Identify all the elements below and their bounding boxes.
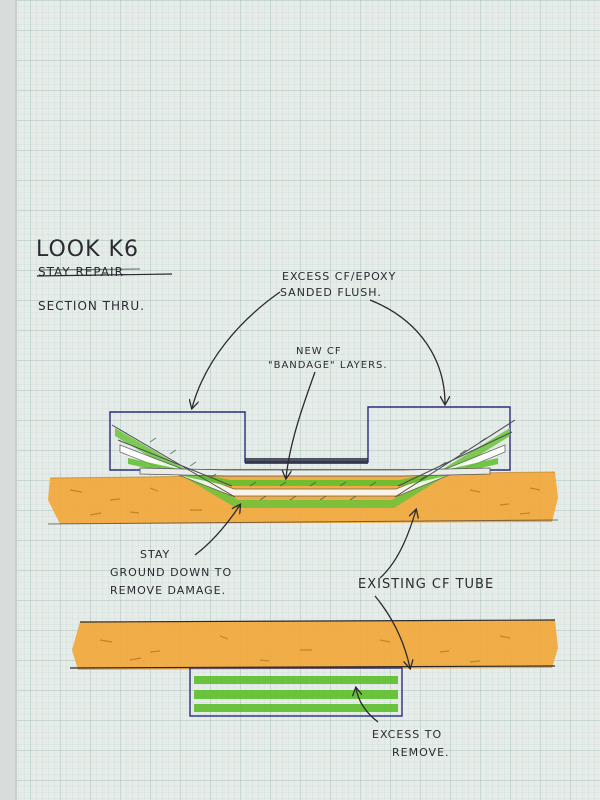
title-line-1: LOOK K6 — [36, 237, 139, 262]
label-excess-2: SANDED FLUSH. — [280, 286, 382, 299]
label-stay-1: STAY — [140, 548, 170, 561]
arrow-excess-remove — [356, 688, 379, 723]
arrow-new-cf — [286, 371, 316, 478]
title-strike — [39, 268, 141, 271]
excess-layer-1 — [194, 676, 398, 684]
lower-section — [69, 619, 558, 717]
tube-wall-top — [48, 472, 558, 524]
title-block: LOOK K6 STAY REPAIR SECTION THRU. — [36, 237, 145, 313]
arrow-tube-lower — [374, 595, 410, 668]
tube-texture-top — [69, 487, 541, 516]
leader-lines — [192, 291, 445, 723]
tube-wall-bottom — [72, 620, 558, 670]
arrow-tube — [379, 510, 416, 579]
label-stay-3: REMOVE DAMAGE. — [110, 584, 226, 597]
arrow-excess-left — [192, 291, 281, 408]
upper-section — [47, 406, 559, 525]
label-tube: EXISTING CF TUBE — [358, 577, 494, 592]
excess-layer-2 — [194, 690, 398, 699]
label-new-2: "BANDAGE" LAYERS. — [268, 360, 388, 371]
excess-box — [189, 667, 403, 717]
arrow-stay — [194, 505, 240, 556]
label-remove-1: EXCESS TO — [372, 728, 442, 741]
excess-layer-3 — [194, 704, 398, 712]
label-stay-2: GROUND DOWN TO — [110, 566, 232, 579]
label-new-1: NEW CF — [296, 346, 342, 357]
label-remove-2: REMOVE. — [392, 746, 450, 759]
cf-bandage-layers — [111, 419, 516, 508]
tube-texture-bottom — [99, 635, 511, 663]
title-underline — [36, 273, 173, 277]
title-line-2: STAY REPAIR — [38, 265, 124, 279]
title-line-3: SECTION THRU. — [38, 299, 145, 313]
arrow-excess-right — [369, 299, 445, 404]
label-excess-1: EXCESS CF/EPOXY — [282, 270, 396, 283]
